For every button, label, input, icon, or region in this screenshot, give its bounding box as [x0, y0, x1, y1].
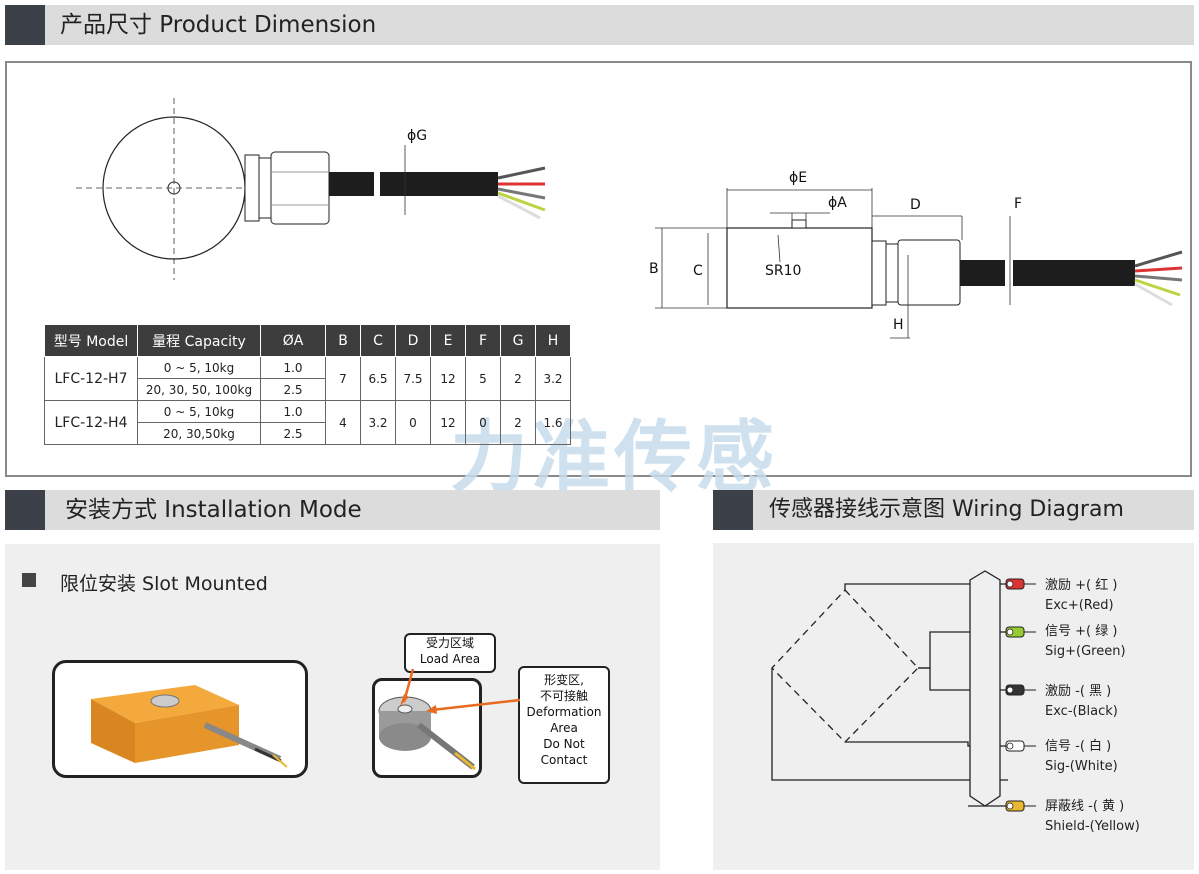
cell-g: 2 — [500, 356, 536, 401]
deformation-en-3: Do Not — [543, 737, 585, 751]
section-header-wiring: 传感器接线示意图 Wiring Diagram — [713, 490, 1194, 530]
installation-subtitle: 限位安装 Slot Mounted — [60, 573, 268, 595]
section-title: 安装方式 Installation Mode — [65, 497, 362, 523]
header-b: B — [325, 324, 361, 357]
label-phi-a: ϕA — [828, 195, 847, 211]
cell-h: 3.2 — [535, 356, 571, 401]
deformation-en-2: Area — [550, 721, 578, 735]
wire-label-shield: 屏蔽线 -( 黄 ) Shield-(Yellow) — [1045, 797, 1140, 837]
header-h: H — [535, 324, 571, 357]
wire-en: Exc+(Red) — [1045, 598, 1114, 613]
wire-en: Sig-(White) — [1045, 759, 1118, 774]
wire-label-exc-plus: 激励 +( 红 ) Exc+(Red) — [1045, 576, 1117, 616]
deformation-cn-2: 不可接触 — [539, 689, 588, 703]
header-capacity: 量程 Capacity — [137, 324, 261, 357]
cell-h: 1.6 — [535, 400, 571, 445]
table-row: LFC-12-H4 0 ~ 5, 10kg 1.0 4 3.2 0 12 0 2… — [44, 400, 571, 445]
header-g: G — [500, 324, 536, 357]
terminal-white — [1005, 740, 1025, 752]
cell-b: 4 — [325, 400, 361, 445]
spec-table: 型号 Model 量程 Capacity ØA B C D E F G H LF… — [44, 324, 571, 445]
deformation-en-4: Contact — [540, 753, 588, 767]
table-row: LFC-12-H7 0 ~ 5, 10kg 1.0 7 6.5 7.5 12 5… — [44, 356, 571, 401]
cell-c: 3.2 — [360, 400, 396, 445]
wire-cn: 屏蔽线 -( 黄 ) — [1045, 799, 1125, 814]
wire-en: Shield-(Yellow) — [1045, 819, 1140, 834]
cell-d: 0 — [395, 400, 431, 445]
terminal-red — [1005, 578, 1025, 590]
wire-label-sig-minus: 信号 -( 白 ) Sig-(White) — [1045, 737, 1118, 777]
section-marker — [713, 490, 753, 530]
label-b: B — [649, 261, 659, 277]
wire-cn: 激励 -( 黑 ) — [1045, 684, 1112, 699]
label-f: F — [1014, 196, 1023, 212]
section-header-installation: 安装方式 Installation Mode — [5, 490, 660, 530]
wire-cn: 信号 +( 绿 ) — [1045, 624, 1118, 639]
table-row: 20, 30,50kg 2.5 — [45, 422, 571, 445]
wire-label-exc-minus: 激励 -( 黑 ) Exc-(Black) — [1045, 682, 1118, 722]
cell-capacity: 0 ~ 5, 10kg — [137, 356, 261, 379]
cell-g: 2 — [500, 400, 536, 445]
wiring-panel — [713, 543, 1194, 870]
deformation-en-1: Deformation — [526, 705, 602, 719]
section-title: 产品尺寸 Product Dimension — [60, 12, 377, 38]
cell-c: 6.5 — [360, 356, 396, 401]
header-d: D — [395, 324, 431, 357]
load-area-callout: 受力区域 Load Area — [404, 633, 496, 673]
cell-model: LFC-12-H7 — [44, 356, 138, 401]
cell-model: LFC-12-H4 — [44, 400, 138, 445]
label-c: C — [693, 263, 703, 279]
cell-phi-a: 2.5 — [260, 378, 326, 401]
header-c: C — [360, 324, 396, 357]
terminal-green — [1005, 626, 1025, 638]
wire-en: Sig+(Green) — [1045, 644, 1126, 659]
table-header-row: 型号 Model 量程 Capacity ØA B C D E F G H — [44, 324, 571, 357]
label-phi-g: ϕG — [407, 128, 428, 144]
load-area-en: Load Area — [419, 652, 481, 666]
cell-e: 12 — [430, 400, 466, 445]
label-phi-e: ϕE — [789, 170, 808, 186]
cell-f: 0 — [465, 400, 501, 445]
cell-phi-a: 2.5 — [260, 422, 326, 445]
section-marker — [5, 5, 45, 45]
deformation-cn-1: 形变区, — [544, 673, 584, 687]
terminal-black — [1005, 684, 1025, 696]
wire-cn: 信号 -( 白 ) — [1045, 739, 1112, 754]
bullet-square — [22, 573, 36, 587]
header-model: 型号 Model — [44, 324, 138, 357]
wire-label-sig-plus: 信号 +( 绿 ) Sig+(Green) — [1045, 622, 1126, 662]
load-area-cn: 受力区域 — [425, 636, 474, 650]
section-header-dimension: 产品尺寸 Product Dimension — [5, 5, 1194, 45]
label-d: D — [910, 197, 921, 213]
label-h: H — [893, 317, 904, 333]
header-f: F — [465, 324, 501, 357]
terminal-yellow — [1005, 800, 1025, 812]
cell-capacity: 0 ~ 5, 10kg — [137, 400, 261, 423]
cell-capacity: 20, 30,50kg — [137, 422, 261, 445]
cell-phi-a: 1.0 — [260, 400, 326, 423]
slot-mount-illustration — [52, 660, 308, 778]
cell-d: 7.5 — [395, 356, 431, 401]
label-sr10: SR10 — [765, 263, 802, 279]
wire-en: Exc-(Black) — [1045, 704, 1118, 719]
load-cell-illustration — [372, 678, 482, 778]
wire-cn: 激励 +( 红 ) — [1045, 578, 1118, 593]
deformation-area-callout: 形变区, 不可接触 Deformation Area Do Not Contac… — [518, 666, 610, 784]
section-marker — [5, 490, 45, 530]
header-phi-a: ØA — [260, 324, 326, 357]
section-title: 传感器接线示意图 Wiring Diagram — [769, 497, 1124, 522]
